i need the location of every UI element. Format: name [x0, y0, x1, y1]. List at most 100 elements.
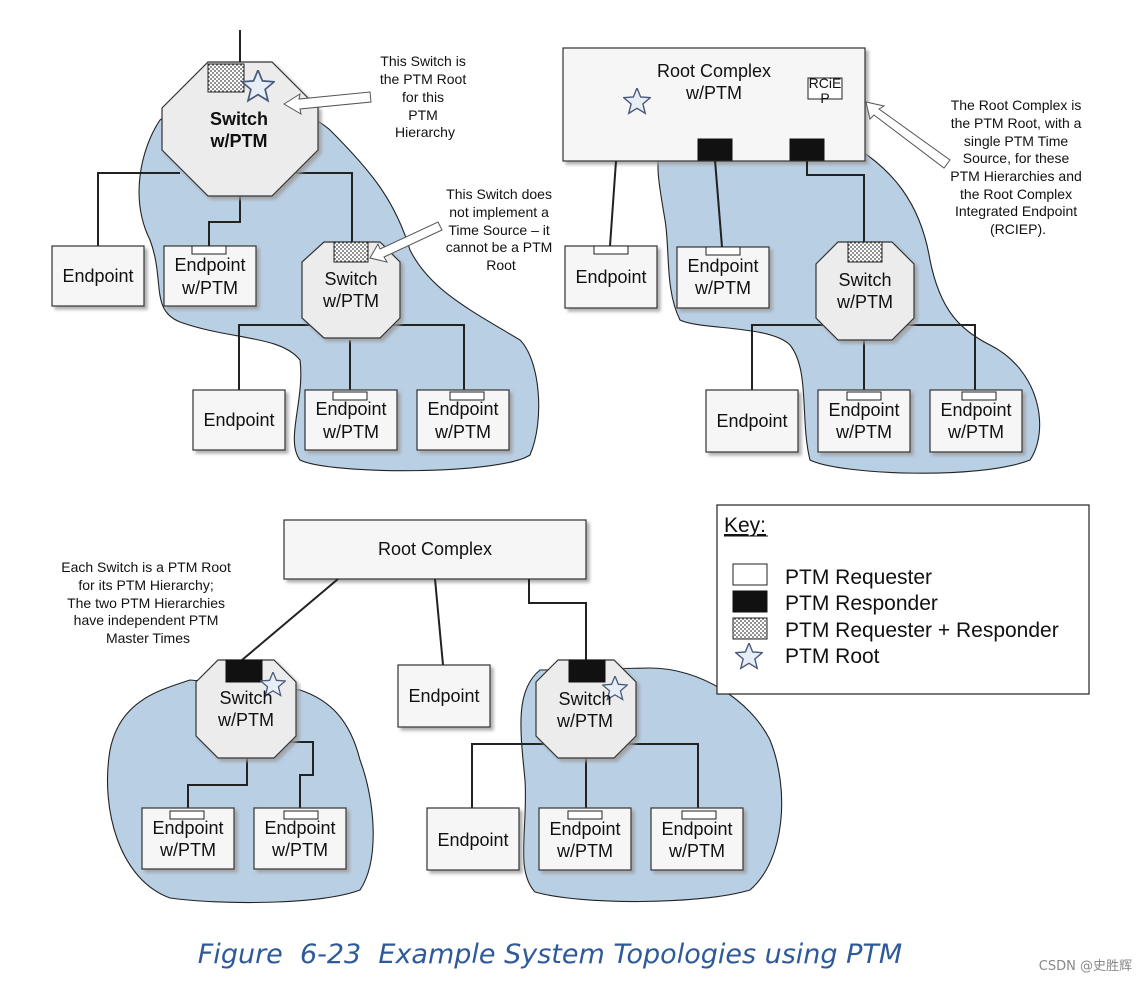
port-requester-responder — [847, 241, 883, 263]
endpoint-box — [397, 664, 491, 728]
link-to-endpoint — [471, 743, 549, 808]
switch-label: Switch — [838, 270, 891, 290]
endpoint-ptm-label: w/PTM — [434, 422, 491, 442]
link-to-endpoint — [238, 324, 318, 390]
switch-octagon — [161, 61, 319, 197]
endpoint-label: Endpoint — [687, 256, 758, 276]
root-complex-ptm-label: w/PTM — [685, 83, 742, 103]
key-item-label: PTM Root — [785, 645, 880, 668]
port-requester — [332, 391, 368, 401]
port-requester-responder — [207, 63, 245, 93]
endpoint-label: Endpoint — [940, 400, 1011, 420]
link-to-endpoint-ptm — [714, 159, 723, 248]
link-to-switch — [806, 160, 865, 242]
key-item-label: PTM Requester — [785, 566, 932, 589]
link-to-endpoint-ptm — [187, 758, 248, 808]
root-complex-label: Root Complex — [657, 61, 771, 81]
port-responder — [697, 138, 733, 161]
endpoint-label: Endpoint — [549, 819, 620, 839]
callout-no-time-source: This Switch does not implement a Time So… — [446, 186, 557, 273]
port-requester — [283, 810, 319, 820]
callout-each-switch: Each Switch is a PTM Root for its PTM Hi… — [61, 559, 235, 646]
endpoint-box — [705, 389, 799, 453]
key-item-label: PTM Requester + Responder — [785, 619, 1059, 642]
callout-root-complex-root: The Root Complex is the PTM Root, with a… — [950, 97, 1085, 237]
rciep-box — [807, 77, 843, 100]
key-frame — [716, 504, 1090, 695]
endpoint-label: Endpoint — [427, 399, 498, 419]
switch-label: Switch — [558, 689, 611, 709]
link-to-switch — [241, 578, 339, 661]
switch-label: Switch — [219, 688, 272, 708]
link-to-endpoint-ptm — [384, 324, 465, 390]
endpoint-ptm-label: w/PTM — [271, 840, 328, 860]
root-complex-box — [283, 519, 587, 580]
link-to-endpoint — [97, 172, 180, 246]
switch-ptm-label: w/PTM — [322, 291, 379, 311]
endpoint-ptm-box — [650, 807, 744, 871]
topology-top-left: Switch w/PTM This Switch is the PTM Root… — [51, 30, 557, 472]
endpoint-ptm-label: w/PTM — [835, 422, 892, 442]
rciep-label: RCiE — [809, 75, 842, 91]
endpoint-ptm-box — [676, 246, 770, 309]
endpoint-ptm-label: w/PTM — [694, 278, 751, 298]
key-swatch-requester-responder — [732, 617, 768, 640]
port-requester — [846, 391, 882, 401]
endpoint-label: Endpoint — [264, 818, 335, 838]
link-to-endpoint-ptm — [898, 324, 976, 390]
endpoint-label: Endpoint — [437, 830, 508, 850]
switch-label: Switch — [210, 109, 268, 129]
endpoint-ptm-label: w/PTM — [322, 422, 379, 442]
callout-switch-root: This Switch is the PTM Root for this PTM… — [380, 53, 470, 140]
rciep-label: P — [820, 90, 829, 106]
endpoint-label: Endpoint — [152, 818, 223, 838]
link-to-endpoint-ptm — [283, 741, 314, 808]
endpoint-label: Endpoint — [575, 267, 646, 287]
figure-caption: Figure 6-23 Example System Topologies us… — [198, 939, 902, 970]
callout-arrow — [283, 91, 372, 115]
endpoint-ptm-label: w/PTM — [668, 841, 725, 861]
port-requester — [681, 810, 717, 820]
port-requester — [169, 810, 205, 820]
port-requester — [449, 391, 485, 401]
key-legend: Key: PTM Requester PTM Responder PTM Req… — [716, 504, 1090, 695]
port-responder — [789, 138, 825, 161]
endpoint-label: Endpoint — [315, 399, 386, 419]
link-to-switch — [296, 172, 353, 242]
link-to-endpoint — [609, 160, 617, 247]
link-to-endpoint-ptm — [622, 743, 699, 808]
watermark: CSDN @史胜辉 — [1039, 959, 1132, 974]
key-title: Key: — [724, 514, 766, 537]
port-requester — [593, 245, 629, 255]
switch-label: Switch — [324, 269, 377, 289]
port-responder — [568, 659, 606, 683]
switch-ptm-label: w/PTM — [836, 292, 893, 312]
topology-top-right: Root Complex w/PTM RCiE P The Root Compl… — [562, 47, 1085, 474]
key-item-label: PTM Responder — [785, 592, 938, 615]
endpoint-ptm-box — [163, 245, 257, 307]
endpoint-label: Endpoint — [828, 400, 899, 420]
switch-ptm-label: w/PTM — [217, 710, 274, 730]
endpoint-ptm-label: w/PTM — [556, 841, 613, 861]
root-complex-label: Root Complex — [378, 539, 492, 559]
port-requester — [191, 245, 227, 255]
endpoint-box — [426, 807, 520, 871]
endpoint-label: Endpoint — [408, 686, 479, 706]
callout-arrow — [369, 221, 443, 263]
endpoint-label: Endpoint — [716, 411, 787, 431]
topology-bottom: Root Complex Each Switch is a PTM Root f… — [61, 519, 783, 904]
port-requester — [567, 810, 603, 820]
switch-ptm-label: w/PTM — [210, 131, 268, 151]
port-responder — [225, 659, 263, 683]
link-to-endpoint-ptm — [208, 195, 241, 246]
link-to-switch — [528, 579, 587, 660]
key-swatch-responder — [732, 590, 768, 613]
endpoint-label: Endpoint — [174, 255, 245, 275]
endpoint-ptm-label: w/PTM — [159, 840, 216, 860]
link-to-endpoint — [751, 324, 830, 390]
port-requester-responder — [333, 241, 369, 263]
endpoint-label: Endpoint — [203, 410, 274, 430]
callout-arrow — [865, 101, 951, 169]
endpoint-box — [192, 389, 286, 451]
